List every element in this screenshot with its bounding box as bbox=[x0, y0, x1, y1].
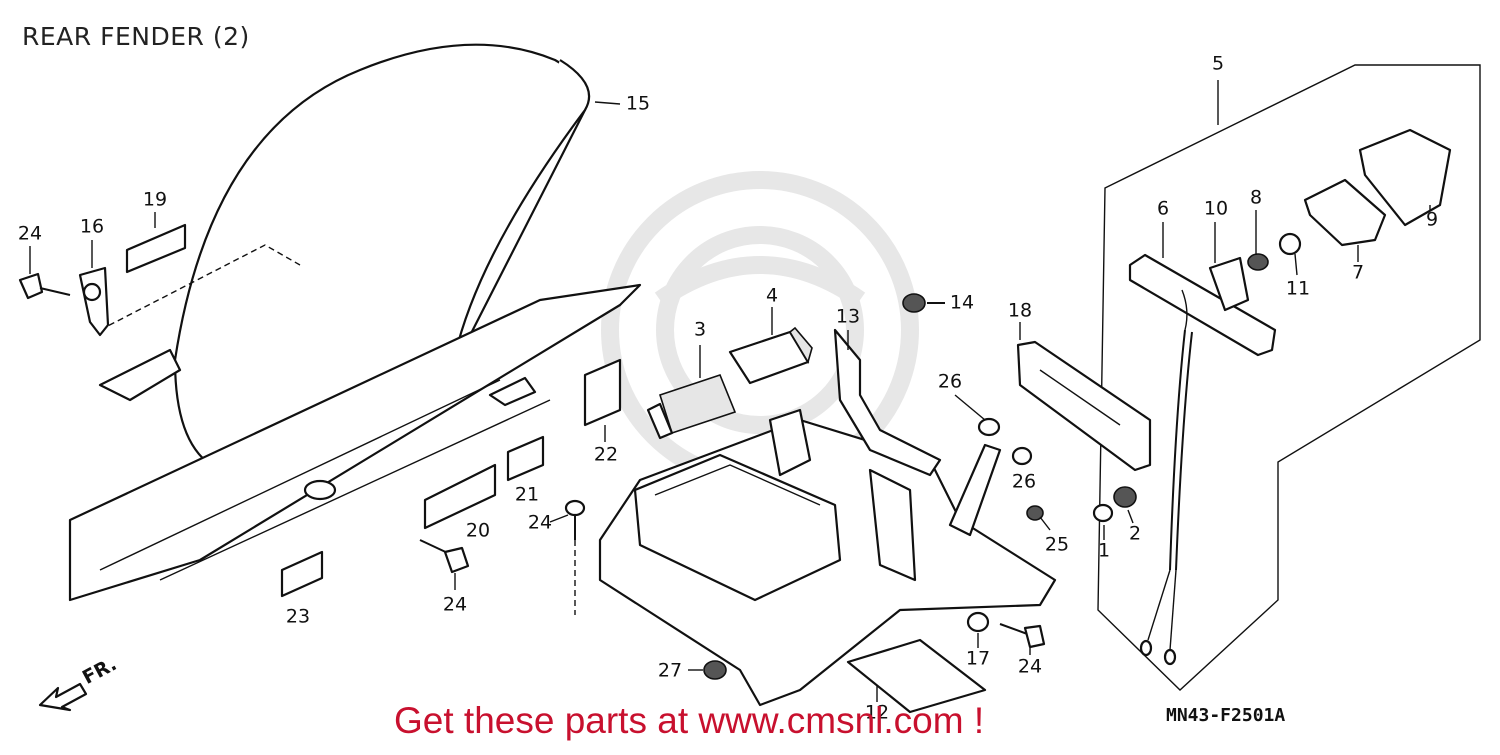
label-23 bbox=[280, 550, 324, 598]
inner-fender-13 bbox=[598, 328, 1057, 707]
callout-2: 2 bbox=[1129, 523, 1141, 545]
bulb-11 bbox=[1278, 232, 1302, 256]
label-21 bbox=[506, 435, 545, 482]
label-22 bbox=[583, 358, 622, 427]
nut-26-upper bbox=[977, 417, 1001, 437]
nut-27 bbox=[703, 660, 727, 680]
callout-13: 13 bbox=[836, 306, 860, 328]
callout-14: 14 bbox=[950, 292, 974, 314]
callout-8: 8 bbox=[1250, 187, 1262, 209]
callout-20: 20 bbox=[466, 520, 490, 542]
callout-16: 16 bbox=[80, 216, 104, 238]
callout-24-right: 24 bbox=[1018, 656, 1042, 678]
callout-4: 4 bbox=[766, 285, 778, 307]
callout-26-upper: 26 bbox=[938, 371, 962, 393]
callout-23: 23 bbox=[286, 606, 310, 628]
bolt-24-left bbox=[18, 272, 71, 300]
callout-labels: 15 19 16 24 3 4 13 14 18 26 26 25 1 2 5 … bbox=[18, 53, 1438, 724]
callout-25: 25 bbox=[1045, 534, 1069, 556]
callout-15: 15 bbox=[626, 93, 650, 115]
socket-10 bbox=[1208, 256, 1250, 312]
front-direction-arrow bbox=[38, 682, 88, 712]
callout-26-lower: 26 bbox=[1012, 471, 1036, 493]
callout-3: 3 bbox=[694, 319, 706, 341]
callout-6: 6 bbox=[1157, 198, 1169, 220]
callout-21: 21 bbox=[515, 484, 539, 506]
callout-27: 27 bbox=[658, 660, 682, 682]
lens-7 bbox=[1303, 178, 1387, 247]
callout-19: 19 bbox=[143, 189, 167, 211]
callout-7: 7 bbox=[1352, 262, 1364, 284]
assembly-5-boundary bbox=[1097, 64, 1481, 691]
light-base-6 bbox=[1128, 253, 1277, 357]
bolt-24-right bbox=[999, 623, 1046, 649]
diagram-code: MN43-F2501A bbox=[1166, 705, 1286, 726]
nut-2 bbox=[1113, 486, 1137, 508]
leader-lines bbox=[29, 101, 1431, 702]
callout-22: 22 bbox=[594, 444, 618, 466]
washer-1 bbox=[1092, 503, 1114, 523]
grommet-14 bbox=[902, 293, 945, 313]
callout-18: 18 bbox=[1008, 300, 1032, 322]
part-3-module bbox=[646, 374, 737, 440]
bracket-16 bbox=[78, 266, 110, 337]
callout-11: 11 bbox=[1286, 278, 1310, 300]
seal-12 bbox=[846, 638, 987, 714]
screw-25 bbox=[1026, 505, 1044, 521]
cover-9 bbox=[1358, 128, 1452, 227]
spring-8 bbox=[1247, 253, 1269, 271]
rear-fender-15 bbox=[68, 43, 642, 602]
bolt-24-inner bbox=[564, 499, 586, 615]
callout-9: 9 bbox=[1426, 209, 1438, 231]
callout-12: 12 bbox=[865, 702, 889, 724]
part-4-relay bbox=[728, 326, 813, 385]
label-19 bbox=[125, 223, 187, 274]
collar-17 bbox=[966, 611, 990, 633]
callout-1: 1 bbox=[1098, 540, 1110, 562]
label-20 bbox=[423, 463, 497, 530]
diagram-title: REAR FENDER (2) bbox=[22, 22, 250, 51]
callout-24-inner: 24 bbox=[528, 512, 552, 534]
license-bracket-18 bbox=[1016, 340, 1152, 472]
callout-24-center: 24 bbox=[443, 594, 467, 616]
nut-26-lower bbox=[1011, 446, 1033, 466]
callout-24-left: 24 bbox=[18, 223, 42, 245]
callout-10: 10 bbox=[1204, 198, 1228, 220]
callout-5: 5 bbox=[1212, 53, 1224, 75]
callout-17: 17 bbox=[966, 648, 990, 670]
footer-link-text[interactable]: Get these parts at www.cmsnl.com ! bbox=[394, 700, 985, 741]
bolt-24-center bbox=[419, 539, 470, 574]
wire-harness bbox=[1139, 329, 1193, 666]
